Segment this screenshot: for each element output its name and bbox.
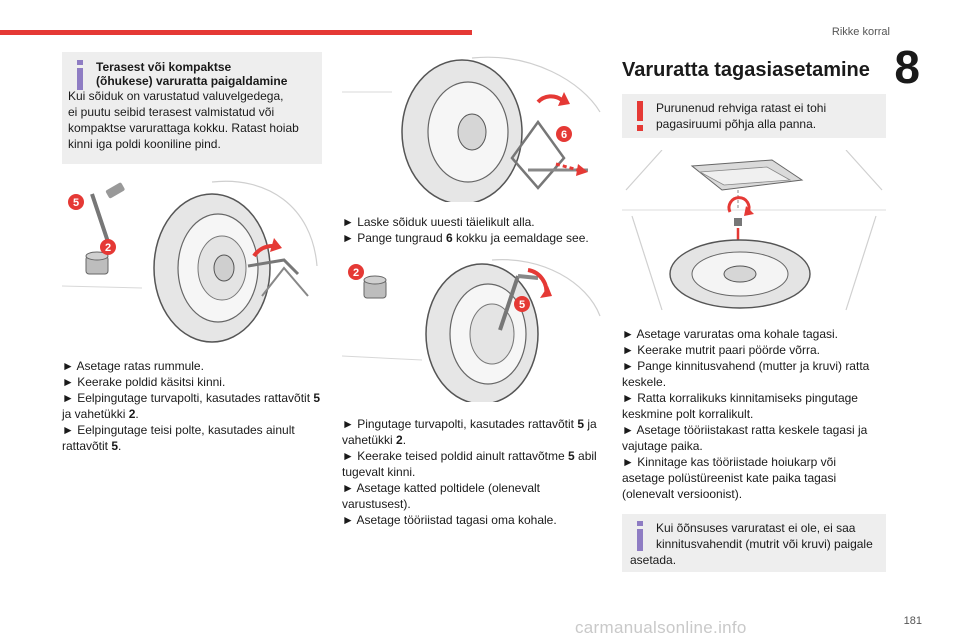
callout-6-marker	[556, 126, 572, 142]
info-line: asetada.	[630, 553, 677, 567]
section-title: Rikke korral	[831, 26, 890, 38]
step-line: ► Pange kinnitusvahend (mutter ja kruvi)…	[622, 359, 870, 373]
info-title-2: (õhukese) varuratta paigaldamine	[96, 74, 288, 88]
step-line: ► Asetage katted poltidele (olenevalt	[342, 481, 541, 495]
info-box: Terasest või kompaktse (õhukese) varurat…	[62, 52, 322, 164]
step-line: tugevalt kinni.	[342, 465, 416, 479]
header-accent-bar	[0, 30, 472, 35]
watermark-text: carmanualsonline.info	[575, 618, 747, 637]
info-line: kinnitusvahendit (mutrit või kruvi) paig…	[656, 537, 873, 551]
jack-illustration-svg: 6	[342, 56, 601, 205]
info-icon	[637, 521, 643, 551]
step-line: ► Keerake teised poldid ainult rattavõtm…	[342, 449, 597, 463]
callout-label: 5	[73, 197, 79, 209]
step-line: ► Keerake poldid käsitsi kinni.	[62, 375, 226, 389]
step-line: ► Pingutage turvapolti, kasutades rattav…	[342, 417, 597, 431]
column-2: 6 ► Laske sõiduk uuesti täielikult alla.…	[341, 52, 604, 528]
info-title-1: Terasest või kompaktse	[96, 60, 232, 74]
step-line: keskele.	[622, 375, 667, 389]
step-line: ► Asetage ratas rummule.	[62, 359, 204, 373]
step-line: ► Pange tungraud 6 kokku ja eemaldage se…	[342, 231, 589, 245]
spare-wheel-svg	[622, 149, 886, 311]
step-line: vajutage paika.	[622, 439, 703, 453]
column-1: Terasest või kompaktse (õhukese) varurat…	[61, 52, 322, 454]
section-heading: Varuratta tagasiasetamine	[622, 59, 870, 81]
info-line: kompaktse varurattaga kokku. Ratast hoia…	[68, 121, 299, 135]
step-line: vahetükki 2.	[342, 433, 407, 447]
page-number: 181	[903, 615, 922, 627]
step-line: rattavõtit 5.	[62, 439, 122, 453]
callout-5-marker	[514, 296, 530, 312]
warning-line: pagasiruumi põhja alla panna.	[656, 117, 817, 131]
steps-list: ► Asetage ratas rummule. ► Keerake poldi…	[62, 358, 322, 454]
step-line: keskmine polt korralikult.	[622, 407, 754, 421]
step-line: ► Asetage varuratas oma kohale tagasi.	[622, 327, 838, 341]
callout-label: 6	[561, 129, 567, 141]
step-line: ► Ratta korralikuks kinnitamiseks pingut…	[622, 391, 858, 405]
chapter-number: 8	[894, 41, 920, 93]
step-line: ► Asetage tööriistakast ratta keskele ta…	[622, 423, 868, 437]
callout-label: 5	[519, 299, 525, 311]
callout-5-marker	[68, 194, 84, 210]
step-line: ► Asetage tööriistad tagasi oma kohale.	[342, 513, 557, 527]
callout-label: 2	[353, 267, 359, 279]
column-3: Varuratta tagasiasetamine Purunenud rehv…	[622, 52, 886, 572]
info-box: Kui õõnsuses varuratast ei ole, ei saa k…	[622, 514, 886, 572]
step-line: asetage polüstüreenist kate paika tagasi	[622, 471, 837, 485]
step-line: (olenevalt versioonist).	[622, 487, 743, 501]
warning-box: Purunenud rehviga ratast ei tohi pagasir…	[622, 94, 886, 138]
step-line: ► Laske sõiduk uuesti täielikult alla.	[342, 215, 535, 229]
bolt-tightening-illustration: 2 5	[341, 256, 604, 405]
warning-line: Purunenud rehviga ratast ei tohi	[656, 101, 827, 115]
jack-lowering-illustration: 6	[342, 52, 604, 205]
info-line: kinni iga poldi kooniline pind.	[68, 137, 221, 151]
info-icon	[77, 60, 83, 90]
callout-2-marker	[348, 264, 364, 280]
step-line: varustusest).	[342, 497, 411, 511]
spare-wheel-storage-illustration	[622, 149, 886, 316]
callout-2-marker	[100, 239, 116, 255]
callout-label: 2	[105, 242, 111, 254]
step-line: ► Eelpingutage turvapolti, kasutades rat…	[62, 391, 321, 405]
warning-icon	[637, 101, 643, 131]
wheel-illustration-svg: 5 2	[61, 180, 318, 343]
wheel-mounting-illustration: 5 2	[61, 176, 322, 344]
steps-list-b: ► Pingutage turvapolti, kasutades rattav…	[342, 416, 604, 528]
steps-list: ► Asetage varuratas oma kohale tagasi. ►…	[622, 326, 886, 502]
step-line: ► Eelpingutage teisi polte, kasutades ai…	[62, 423, 295, 437]
steps-list-a: ► Laske sõiduk uuesti täielikult alla. ►…	[342, 214, 604, 246]
info-line: Kui sõiduk on varustatud valuvelgedega,	[68, 89, 284, 103]
step-line: ► Keerake mutrit paari pöörde võrra.	[622, 343, 820, 357]
info-line: Kui õõnsuses varuratast ei ole, ei saa	[656, 521, 856, 535]
step-line: ► Kinnitage kas tööriistade hoiukarp või	[622, 455, 836, 469]
step-line: ja vahetükki 2.	[62, 407, 139, 421]
bolt-illustration-svg: 2 5	[341, 259, 601, 405]
info-line: ei puutu seibid terasest valmistatud või	[68, 105, 275, 119]
